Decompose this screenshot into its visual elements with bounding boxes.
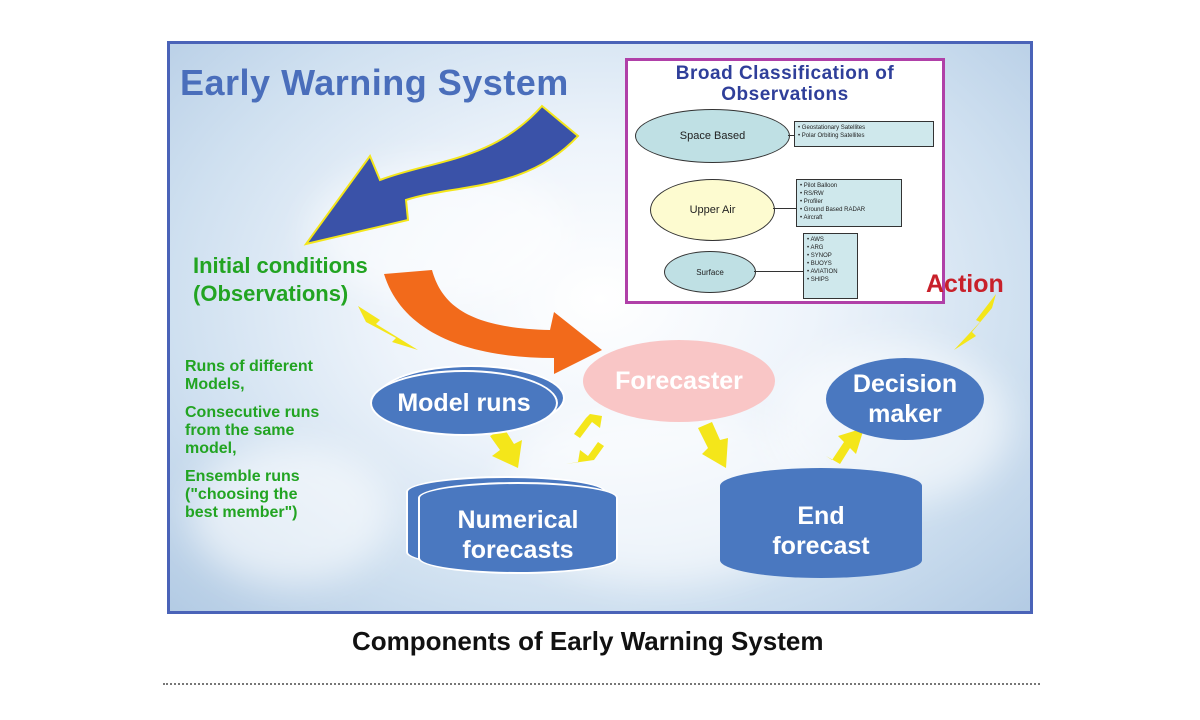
- cloud-decoration: [190, 444, 390, 584]
- connector-line: [773, 208, 796, 209]
- model-runs-notes: Runs of different Models, Consecutive ru…: [185, 358, 320, 521]
- curved-arrow-icon: [303, 104, 580, 246]
- orange-arrow-icon: [384, 270, 602, 374]
- arrow-down-icon: [490, 428, 522, 468]
- arrow-down-icon: [566, 442, 604, 464]
- lightning-icon: [954, 294, 996, 350]
- action-label: Action: [926, 270, 1004, 298]
- connector-line: [788, 135, 794, 136]
- initial-conditions-label: Initial conditions (Observations): [193, 253, 368, 306]
- space-based-list: • Geostationary Satellites • Polar Orbit…: [794, 121, 934, 147]
- surface-list: • AWS • ARG • SYNOP • BUOYS • AVIATION •…: [803, 233, 858, 299]
- space-based-oval: Space Based: [635, 109, 790, 163]
- model-runs-node: Model runs: [370, 370, 558, 436]
- lightning-icon: [358, 306, 418, 350]
- connector-line: [754, 271, 803, 272]
- diagram-caption: Components of Early Warning System: [352, 626, 824, 656]
- classification-box: Broad Classification of Observations Spa…: [625, 58, 945, 304]
- arrow-up-icon: [826, 428, 864, 464]
- diagram-slide: Early Warning System Broad Classificatio…: [167, 41, 1033, 614]
- dotted-divider: [163, 683, 1040, 685]
- arrow-up-icon: [574, 414, 602, 438]
- forecaster-node: Forecaster: [583, 340, 775, 422]
- diagram-arrows: [303, 104, 996, 468]
- arrow-down-icon: [698, 422, 728, 468]
- upper-air-oval: Upper Air: [650, 179, 775, 241]
- upper-air-list: • Pilot Balloon • RS/RW • Profiler • Gro…: [796, 179, 902, 227]
- slide-title: Early Warning System: [180, 62, 569, 103]
- classification-title: Broad Classification of Observations: [675, 63, 895, 105]
- surface-oval: Surface: [664, 251, 756, 293]
